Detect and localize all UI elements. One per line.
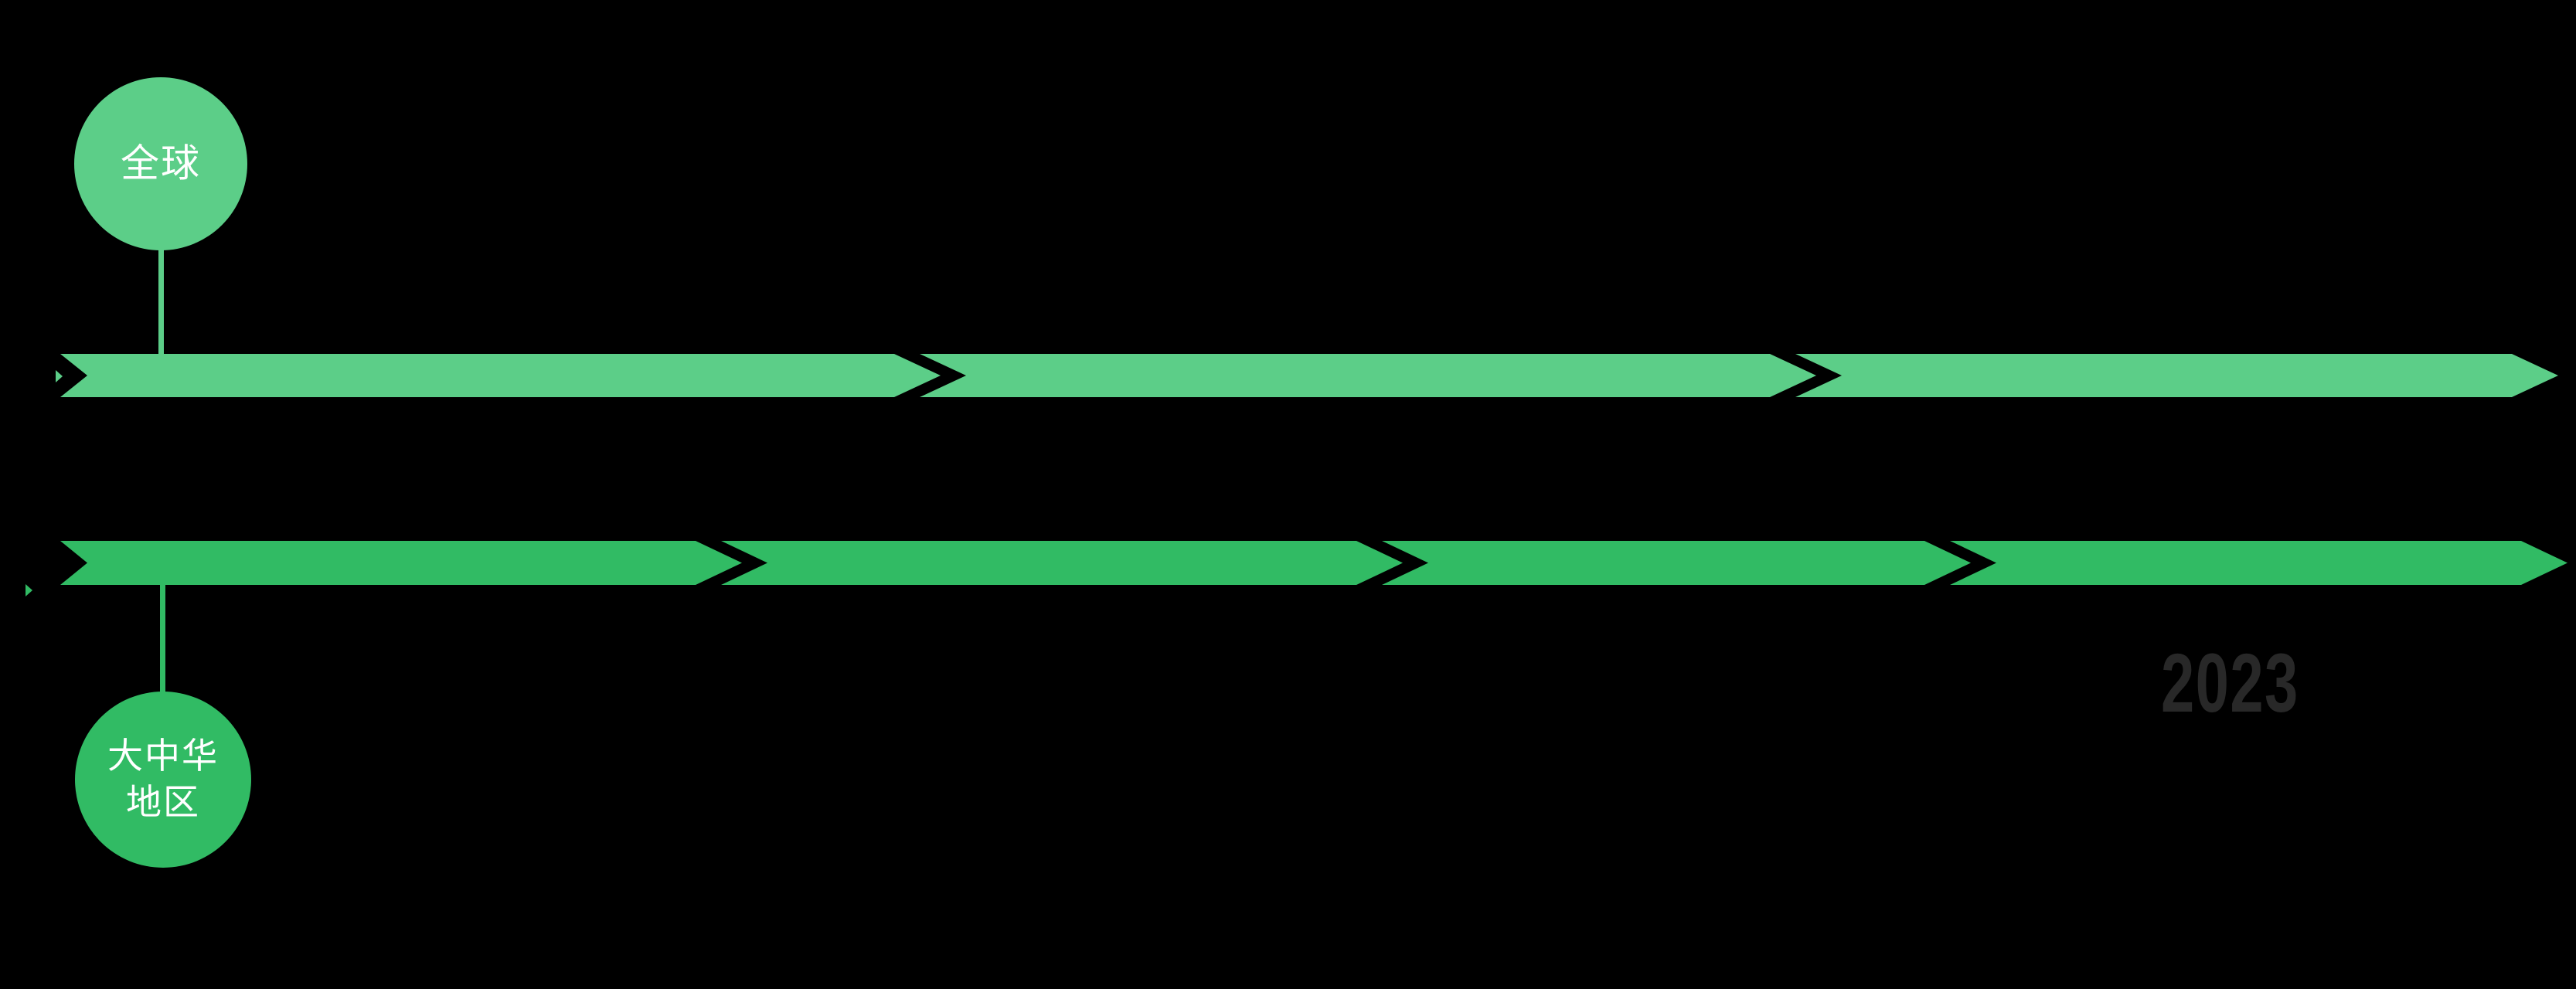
global-node-stem <box>158 240 164 355</box>
greater-china-node-label: 大中华 地区 <box>107 736 219 822</box>
greater-china-arrow-segment <box>1950 541 2567 585</box>
global-node-label: 全球 <box>121 141 201 185</box>
global-arrow-segment <box>1795 354 2558 397</box>
global-arrow-segment <box>920 354 1816 397</box>
greater-china-node-stem <box>160 583 165 695</box>
greater-china-arrow-segment <box>721 541 1403 585</box>
year-label: 2023 <box>2161 635 2299 729</box>
global-node-circle <box>74 77 247 250</box>
greater-china-arrow-speck <box>26 584 32 596</box>
greater-china-arrow-segment <box>1382 541 1971 585</box>
global-arrow-segment <box>60 354 941 397</box>
global-arrow-speck <box>56 370 63 382</box>
greater-china-node-circle <box>75 692 251 868</box>
greater-china-arrow-segment <box>60 541 742 585</box>
